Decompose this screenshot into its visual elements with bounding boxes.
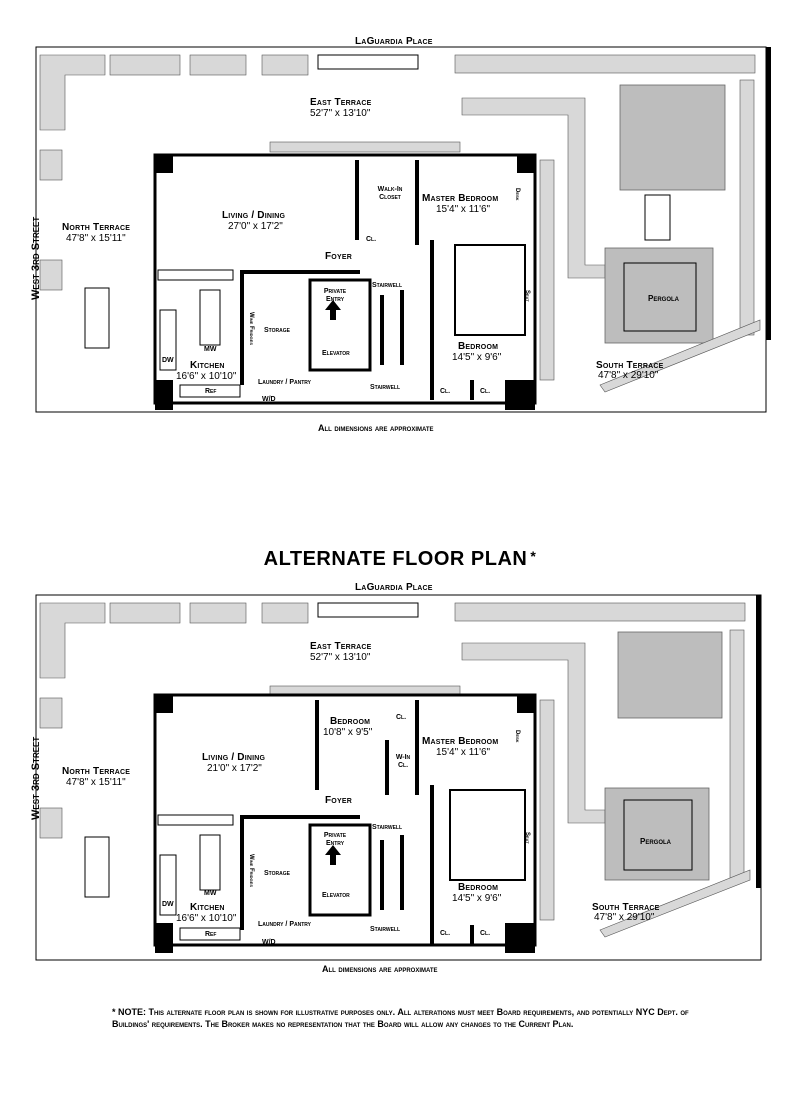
alternate-plan-star: * bbox=[530, 548, 537, 564]
desk-label: Desk bbox=[514, 188, 520, 201]
alt-master-bedroom-label: Master Bedroom bbox=[422, 736, 499, 747]
closet-label-2: Cl. bbox=[440, 388, 451, 395]
bedroom-label: Bedroom bbox=[458, 341, 499, 352]
east-terrace-label: East Terrace bbox=[310, 97, 372, 108]
alt-street-top-label: LaGuardia Place bbox=[355, 582, 433, 593]
alt-east-terrace-dim: 52'7" x 13'10" bbox=[310, 652, 371, 663]
alt-stairwell-bottom-label: Stairwell bbox=[370, 926, 401, 933]
alt-dw-label: DW bbox=[162, 901, 174, 908]
approx-note: All dimensions are approximate bbox=[318, 423, 434, 433]
alt-living-dining-dim: 21'0" x 17'2" bbox=[207, 763, 262, 774]
alt-bedroom2-dim: 10'8" x 9'5" bbox=[323, 727, 373, 738]
mw-label: MW bbox=[204, 346, 217, 353]
dw-label: DW bbox=[162, 357, 174, 364]
alt-bedroom-label: Bedroom bbox=[458, 882, 499, 893]
alt-private-entry-label: Private Entry bbox=[323, 832, 347, 847]
alt-seat-label: Seat bbox=[524, 832, 530, 844]
alt-desk-label: Desk bbox=[514, 730, 520, 743]
alt-street-left-label: West 3rd Street bbox=[30, 736, 42, 820]
alt-east-terrace-label: East Terrace bbox=[310, 641, 372, 652]
alt-south-terrace-dim: 47'8" x 29'10" bbox=[594, 912, 655, 923]
foyer-label: Foyer bbox=[325, 251, 352, 262]
alt-walk-in-closet-label: W-In Cl. bbox=[395, 754, 411, 769]
alt-closet-label-2: Cl. bbox=[440, 930, 451, 937]
private-entry-label: Private Entry bbox=[323, 288, 347, 303]
alt-ref-label: Ref bbox=[205, 931, 217, 938]
alt-laundry-pantry-label: Laundry / Pantry bbox=[258, 921, 312, 928]
north-terrace-dim: 47'8" x 15'11" bbox=[66, 233, 126, 244]
alt-wine-fridges-label: Wine Fridges bbox=[248, 854, 254, 887]
alt-kitchen-dim: 16'6" x 10'10" bbox=[176, 913, 237, 924]
master-bedroom-label: Master Bedroom bbox=[422, 193, 499, 204]
stairwell-bottom-label: Stairwell bbox=[370, 384, 401, 391]
pergola-label: Pergola bbox=[648, 294, 680, 303]
elevator-label: Elevator bbox=[322, 350, 350, 357]
alt-closet-label-3: Cl. bbox=[480, 930, 491, 937]
alt-foyer-label: Foyer bbox=[325, 795, 352, 806]
closet-label: Cl. bbox=[366, 236, 377, 243]
north-terrace-label: North Terrace bbox=[62, 222, 131, 233]
east-terrace-dim: 52'7" x 13'10" bbox=[310, 108, 371, 119]
south-terrace-dim: 47'8" x 29'10" bbox=[598, 370, 659, 381]
alt-south-terrace-label: South Terrace bbox=[592, 902, 660, 913]
living-dining-label: Living / Dining bbox=[222, 210, 286, 221]
alt-stairwell-top-label: Stairwell bbox=[372, 824, 403, 831]
alt-floor-plan-drawing bbox=[35, 594, 762, 961]
kitchen-label: Kitchen bbox=[190, 360, 225, 371]
street-top-label: LaGuardia Place bbox=[355, 36, 433, 47]
alt-elevator-label: Elevator bbox=[322, 892, 350, 899]
laundry-pantry-label: Laundry / Pantry bbox=[258, 379, 312, 386]
alt-master-bedroom-dim: 15'4" x 11'6" bbox=[436, 747, 491, 758]
closet-label-3: Cl. bbox=[480, 388, 491, 395]
south-terrace-label: South Terrace bbox=[596, 360, 664, 371]
master-bedroom-dim: 15'4" x 11'6" bbox=[436, 204, 491, 215]
current-floor-plan: LaGuardia Place West 3rd Street East Ter… bbox=[0, 0, 800, 440]
wd-label: W/D bbox=[262, 396, 276, 403]
storage-label: Storage bbox=[264, 327, 290, 334]
alt-pergola-label: Pergola bbox=[640, 837, 672, 846]
bedroom-dim: 14'5" x 9'6" bbox=[452, 352, 502, 363]
alt-bedroom-dim: 14'5" x 9'6" bbox=[452, 893, 502, 904]
stairwell-top-label: Stairwell bbox=[372, 282, 403, 289]
alt-living-dining-label: Living / Dining bbox=[202, 752, 266, 763]
alt-closet-label: Cl. bbox=[396, 714, 407, 721]
alt-north-terrace-label: North Terrace bbox=[62, 766, 131, 777]
floor-plan-drawing bbox=[35, 46, 771, 413]
alternate-floor-plan: LaGuardia Place West 3rd Street East Ter… bbox=[0, 540, 800, 980]
living-dining-dim: 27'0" x 17'2" bbox=[228, 221, 283, 232]
alt-kitchen-label: Kitchen bbox=[190, 902, 225, 913]
alt-bedroom2-label: Bedroom bbox=[330, 716, 371, 727]
alternate-plan-title-text: ALTERNATE FLOOR PLAN bbox=[263, 548, 528, 570]
disclaimer-note: * NOTE: This alternate floor plan is sho… bbox=[112, 1006, 712, 1030]
walk-in-closet-label: Walk-In Closet bbox=[377, 186, 403, 201]
note-text: This alternate floor plan is shown for i… bbox=[112, 1007, 689, 1029]
ref-label: Ref bbox=[205, 388, 217, 395]
kitchen-dim: 16'6" x 10'10" bbox=[176, 371, 237, 382]
alt-mw-label: MW bbox=[204, 890, 217, 897]
wine-fridges-label: Wine Fridges bbox=[248, 312, 254, 345]
alternate-plan-title: ALTERNATE FLOOR PLAN* bbox=[0, 548, 800, 571]
note-lead: * NOTE: bbox=[112, 1007, 147, 1017]
seat-label: Seat bbox=[524, 290, 530, 302]
street-left-label: West 3rd Street bbox=[30, 216, 42, 300]
alt-approx-note: All dimensions are approximate bbox=[322, 964, 438, 974]
alt-wd-label: W/D bbox=[262, 939, 276, 946]
alt-storage-label: Storage bbox=[264, 870, 290, 877]
alt-north-terrace-dim: 47'8" x 15'11" bbox=[66, 777, 126, 788]
